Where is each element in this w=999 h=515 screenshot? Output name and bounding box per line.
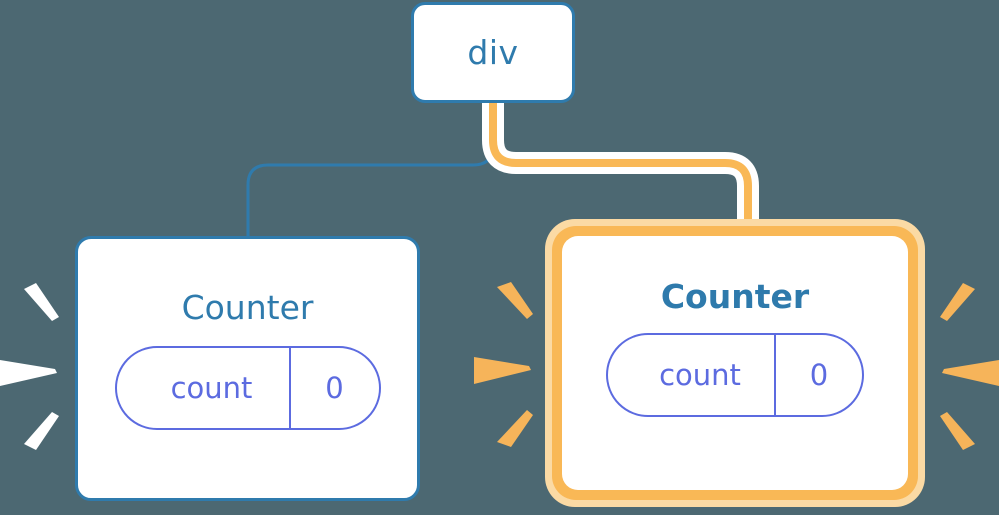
node-counter-right-highlight-ring: Counter count 0 [545,219,925,507]
state-value-left: 0 [288,348,379,428]
sparkle-ray-orange-right-mid [942,360,999,386]
sparkle-ray-orange-right-bot [940,412,975,450]
node-div-label: div [467,33,519,72]
sparkle-ray-white-top [24,283,59,321]
sparkle-ray-white-bot [24,412,59,450]
sparkle-ray-orange-right-top [940,283,975,321]
state-pill-right: count 0 [606,333,864,417]
state-value-right: 0 [774,335,862,415]
state-pill-left: count 0 [114,346,381,430]
state-key-right: count [659,357,741,392]
node-counter-right[interactable]: Counter count 0 [562,236,908,490]
node-counter-right-highlight-border: Counter count 0 [552,226,918,500]
node-div[interactable]: div [411,2,575,103]
node-counter-right-title: Counter [660,277,810,316]
sparkle-ray-orange-top [497,282,533,319]
state-key-left: count [170,370,253,405]
node-counter-left[interactable]: Counter count 0 [75,236,420,501]
edge-div-to-counter-right [489,103,752,232]
sparkle-ray-white-mid [0,360,57,386]
sparkle-ray-orange-bot [497,410,533,447]
sparkle-ray-orange-mid [474,357,531,384]
node-counter-left-title: Counter [181,288,314,327]
